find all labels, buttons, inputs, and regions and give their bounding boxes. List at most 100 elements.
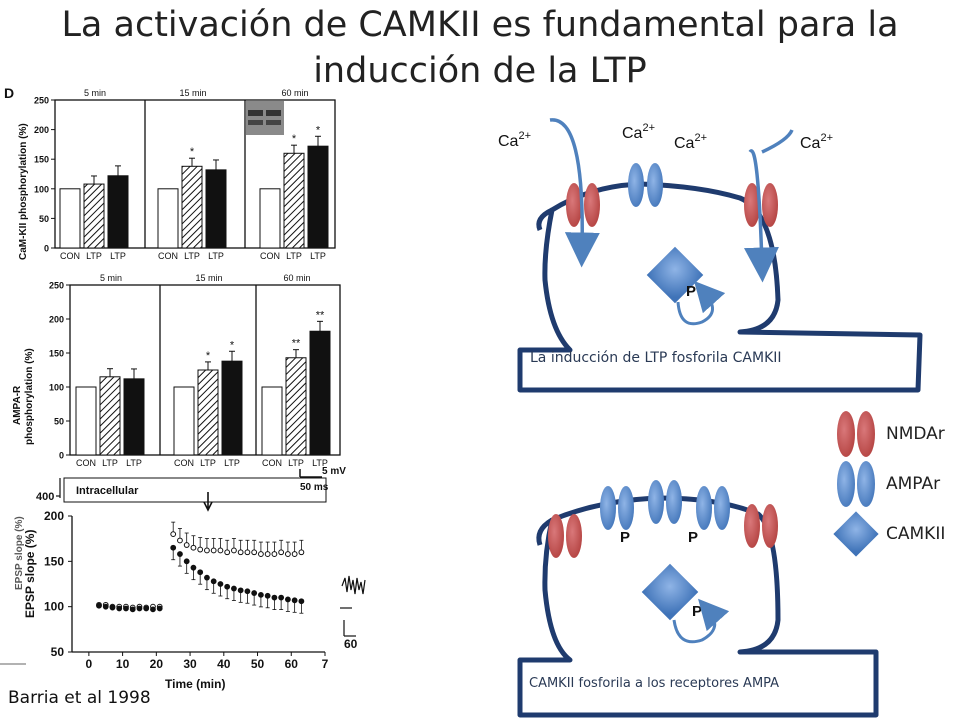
stimulus-arrow [203, 492, 213, 512]
data-point [298, 598, 305, 605]
nmda-receptor [566, 183, 582, 227]
xtick-label: 40 [217, 657, 231, 671]
nmda-receptor [762, 183, 778, 227]
data-point [284, 551, 291, 557]
xtick-label: 60 [285, 657, 299, 671]
phospho-label: P [620, 529, 630, 546]
ampa-receptor [666, 480, 682, 524]
bar-label: CON [260, 251, 280, 261]
nmda-receptor [744, 183, 760, 227]
epsp-ylabel: EPSP slope (%) [23, 530, 37, 618]
bar [261, 386, 283, 456]
ytick-label: 150 [44, 554, 64, 568]
data-point [258, 591, 264, 598]
bar [59, 188, 81, 249]
calcium-influx-arrow [549, 118, 600, 268]
autophosphorylation-arrow [672, 598, 730, 644]
diagram-top: Ca2+ Ca2+ Ca2+ Ca2+ P [498, 118, 923, 393]
bar [309, 330, 331, 456]
xtick-label: 0 [86, 657, 93, 671]
calcium-influx-arrow [743, 149, 779, 283]
legend-nmda-icon [857, 411, 875, 457]
bar-label: LTP [310, 251, 326, 261]
data-point [102, 603, 109, 610]
data-point [271, 551, 278, 557]
ytick-label: 50 [54, 417, 64, 427]
significance-marker: * [230, 339, 235, 351]
data-point [244, 549, 251, 556]
western-blot-image [246, 101, 284, 135]
calcium-label: Ca2+ [498, 130, 531, 150]
xtick-label: 20 [150, 657, 164, 671]
ltp-diagrams: Ca2+ Ca2+ Ca2+ Ca2+ P P P P [498, 118, 923, 718]
group-label: 60 min [283, 273, 310, 283]
panel-ampa: AMPA-R phosphorylation (%) 2502001501005… [12, 273, 346, 493]
data-point [109, 604, 116, 611]
ampa-receptor [714, 486, 730, 530]
citation: Barria et al 1998 [8, 688, 151, 708]
bar [99, 376, 121, 456]
bar [181, 165, 203, 249]
significance-marker: * [292, 133, 297, 145]
nmda-receptor [566, 514, 582, 558]
epsp-right-tick: 60 [344, 637, 358, 651]
bar [285, 357, 307, 456]
xtick-label: 10 [116, 657, 130, 671]
data-point [177, 537, 183, 544]
camkii-diamond [641, 563, 699, 621]
bar-label: CON [60, 251, 80, 261]
significance-marker: ** [316, 309, 325, 321]
ytick-label: 100 [49, 383, 64, 393]
ampa-receptor [628, 163, 644, 207]
panel-ampa-ylabel-2: phosphorylation (%) [24, 348, 35, 445]
title-line-2: inducción de la LTP [313, 51, 647, 91]
data-point [251, 549, 258, 556]
panel-d: D CaM-KII phosphorylation (%) 2502001501… [4, 85, 336, 261]
group-label: 15 min [195, 273, 222, 283]
ytick-label: 150 [49, 349, 64, 359]
legend-nmda-icon [837, 411, 855, 457]
epsp-ylabel-back: EPSP slope (%) [14, 516, 25, 590]
data-point [258, 551, 264, 557]
panel-d-ylabel: CaM-KII phosphorylation (%) [18, 123, 29, 260]
data-point [278, 549, 285, 556]
significance-marker: * [316, 124, 321, 136]
data-point [197, 546, 204, 553]
ampa-receptor [696, 486, 712, 530]
data-point [271, 594, 278, 601]
ampa-receptor [648, 480, 664, 524]
xtick-label: 30 [183, 657, 197, 671]
epsp-trace [341, 575, 366, 595]
data-point [217, 581, 224, 587]
bar [259, 188, 281, 249]
ampa-receptor [647, 163, 663, 207]
data-point [183, 542, 190, 548]
bar-label: CON [76, 458, 96, 468]
slide-title: La activación de CAMKII es fundamental p… [0, 2, 960, 94]
phospho-label: P [692, 603, 702, 620]
bar [107, 175, 129, 249]
bar [83, 183, 105, 249]
bar-label: CON [158, 251, 178, 261]
data-point [210, 547, 217, 554]
bar [307, 145, 329, 249]
bar [205, 169, 227, 249]
data-point [170, 544, 177, 551]
group-label: 15 min [179, 88, 206, 98]
bar [197, 369, 219, 456]
panel-letter: D [4, 85, 14, 101]
significance-marker: * [190, 146, 195, 158]
data-point [190, 564, 197, 571]
ytick-label: 200 [34, 125, 49, 135]
legend [833, 411, 879, 557]
caption-top: La inducción de LTP fosforila CAMKII [530, 350, 782, 366]
ytick-label: 150 [34, 155, 49, 165]
ytick-label: 0 [59, 451, 64, 461]
ytick-label: 250 [49, 281, 64, 291]
panel-ampa-ylabel-1: AMPA-R [12, 385, 23, 425]
ytick-label: 100 [34, 184, 49, 194]
data-point [264, 551, 271, 557]
data-point [251, 590, 258, 596]
data-point [291, 551, 298, 557]
data-point [190, 544, 197, 551]
